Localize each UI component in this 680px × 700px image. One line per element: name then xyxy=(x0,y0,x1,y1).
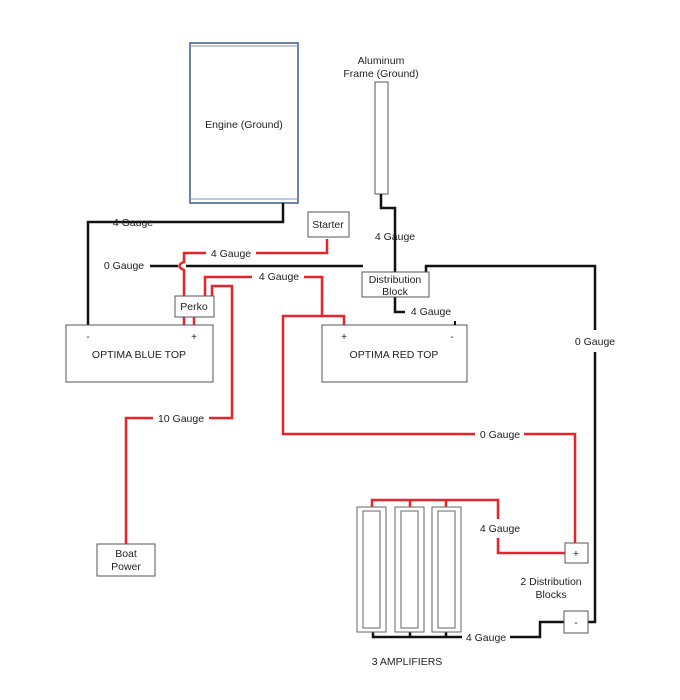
perko-label: Perko xyxy=(180,301,208,313)
wire-red-positive-tap xyxy=(322,314,346,325)
label-amp-ground: 4 Gauge xyxy=(466,632,506,644)
battery-blue-top: - + OPTIMA BLUE TOP xyxy=(65,324,214,383)
perko-switch[interactable]: Perko xyxy=(174,295,215,318)
distribution-block: Distribution Block xyxy=(361,271,430,298)
label-block-to-amp-ground: 0 Gauge xyxy=(575,336,615,348)
label-engine-to-blue-negative: 4 Gauge xyxy=(113,217,153,229)
battery-red-top: + - OPTIMA RED TOP xyxy=(321,321,468,383)
starter-label: Starter xyxy=(312,219,344,231)
starter: Starter xyxy=(307,211,350,238)
wire-block-to-red-negative xyxy=(393,297,405,314)
label-perko-to-red-positive: 4 Gauge xyxy=(259,271,299,283)
label-red-positive-to-amp-block: 0 Gauge xyxy=(480,429,520,441)
red-battery-negative: - xyxy=(450,332,453,343)
distribution-block-line2: Block xyxy=(382,286,408,298)
ground-wires xyxy=(86,194,597,639)
frame-label-line2: Frame (Ground) xyxy=(343,68,418,80)
amp-block-positive: + xyxy=(573,548,579,560)
amplifiers: 3 AMPLIFIERS xyxy=(356,506,462,668)
label-amp-positive: 4 Gauge xyxy=(480,523,520,535)
wire-amp-ground-bus xyxy=(371,620,564,639)
dist-blocks-line1: 2 Distribution xyxy=(520,576,581,588)
engine: Engine (Ground) xyxy=(189,42,299,204)
wire-block-to-amp-ground xyxy=(424,264,597,624)
dist-blocks-line2: Blocks xyxy=(536,589,567,601)
label-perko-to-boat-power: 10 Gauge xyxy=(158,413,204,425)
label-block-to-red-negative: 4 Gauge xyxy=(411,306,451,318)
blue-battery-label: OPTIMA BLUE TOP xyxy=(92,349,186,361)
boat-power: Boat Power xyxy=(96,543,156,577)
amplifiers-label: 3 AMPLIFIERS xyxy=(372,656,443,668)
blue-battery-positive: + xyxy=(191,332,197,343)
red-battery-positive: + xyxy=(341,332,347,343)
aluminum-frame: Aluminum Frame (Ground) xyxy=(343,55,419,195)
red-battery-label: OPTIMA RED TOP xyxy=(350,349,439,361)
engine-label: Engine (Ground) xyxy=(205,119,283,131)
label-frame-to-block: 4 Gauge xyxy=(375,231,415,243)
amp-block-negative: - xyxy=(574,617,578,629)
wire-perko-to-boat-power xyxy=(124,284,234,544)
boat-power-line1: Boat xyxy=(115,548,137,560)
positive-wires xyxy=(124,239,577,555)
wire-frame-to-distribution-block xyxy=(379,194,397,272)
blue-battery-negative: - xyxy=(86,332,89,343)
distribution-block-line1: Distribution xyxy=(369,274,422,286)
wire-starter-feed xyxy=(178,239,329,325)
gauge-labels: 4 Gauge 4 Gauge 4 Gauge 0 Gauge 4 Gauge … xyxy=(104,217,615,644)
wire-perko-to-red-positive xyxy=(203,275,577,543)
wire-amp-positive-bus xyxy=(370,498,565,555)
label-blue-negative-to-block: 0 Gauge xyxy=(104,260,144,272)
label-starter-feed: 4 Gauge xyxy=(211,248,251,260)
boat-power-line2: Power xyxy=(111,561,141,573)
amp-distribution-blocks: + 2 Distribution Blocks - xyxy=(520,542,589,634)
wire-engine-to-blue-negative xyxy=(86,203,285,325)
frame-label-line1: Aluminum xyxy=(358,55,405,67)
